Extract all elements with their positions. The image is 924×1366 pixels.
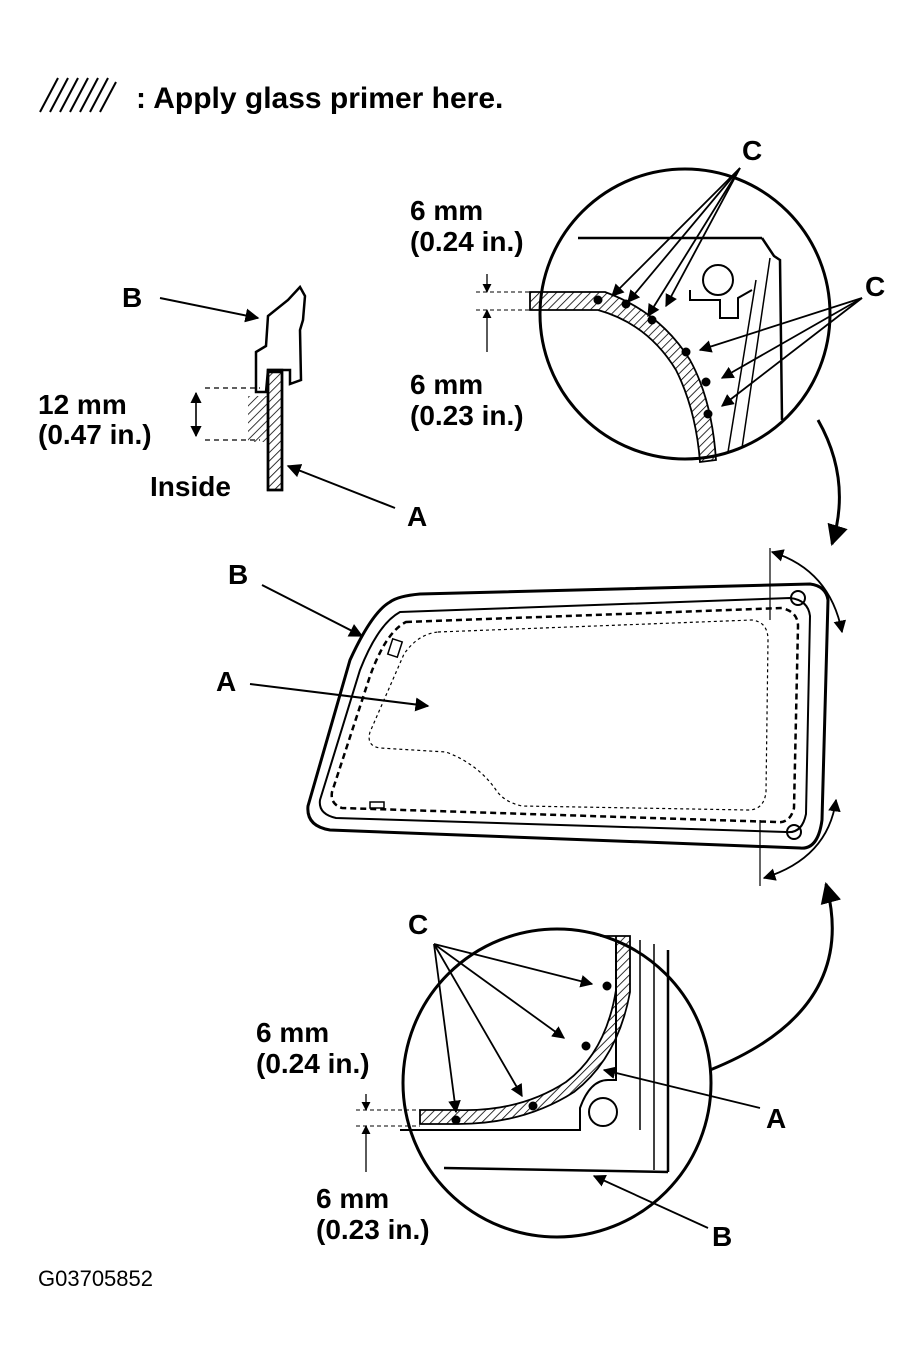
bottom-dim-top-inch: (0.24 in.) (256, 1048, 370, 1079)
top-detail-circle (476, 167, 863, 464)
legend-text: : Apply glass primer here. (136, 82, 504, 115)
bottom-dim-bottom-value: 6 mm (316, 1183, 390, 1214)
bottom-callout-arrow (709, 881, 842, 1072)
figure-code: G03705852 (38, 1266, 153, 1291)
section-label-a: A (407, 501, 428, 532)
legend-hatch-swatch (39, 77, 117, 113)
top-dim-bottom-value: 6 mm (410, 369, 484, 400)
section-dim-value: 12 mm (38, 389, 127, 420)
main-label-a: A (216, 666, 237, 697)
bottom-detail-circle (356, 927, 761, 1239)
top-dim-bottom-inch: (0.23 in.) (410, 400, 524, 431)
top-callout-arrow (816, 419, 848, 547)
main-label-b: B (228, 559, 249, 590)
inside-label: Inside (150, 471, 231, 502)
bottom-dim-top-value: 6 mm (256, 1017, 330, 1048)
bottom-label-b: B (712, 1221, 733, 1252)
bottom-label-a: A (766, 1103, 787, 1134)
top-dim-top-value: 6 mm (410, 195, 484, 226)
section-detail (159, 284, 396, 509)
top-label-c2: C (865, 271, 886, 302)
section-label-b: B (122, 282, 143, 313)
main-glass-view (249, 548, 847, 886)
bottom-dim-bottom-inch: (0.23 in.) (316, 1214, 430, 1245)
top-label-c1: C (742, 135, 763, 166)
section-dim-inch: (0.47 in.) (38, 419, 152, 450)
bottom-label-c: C (408, 909, 429, 940)
top-dim-top-inch: (0.24 in.) (410, 226, 524, 257)
